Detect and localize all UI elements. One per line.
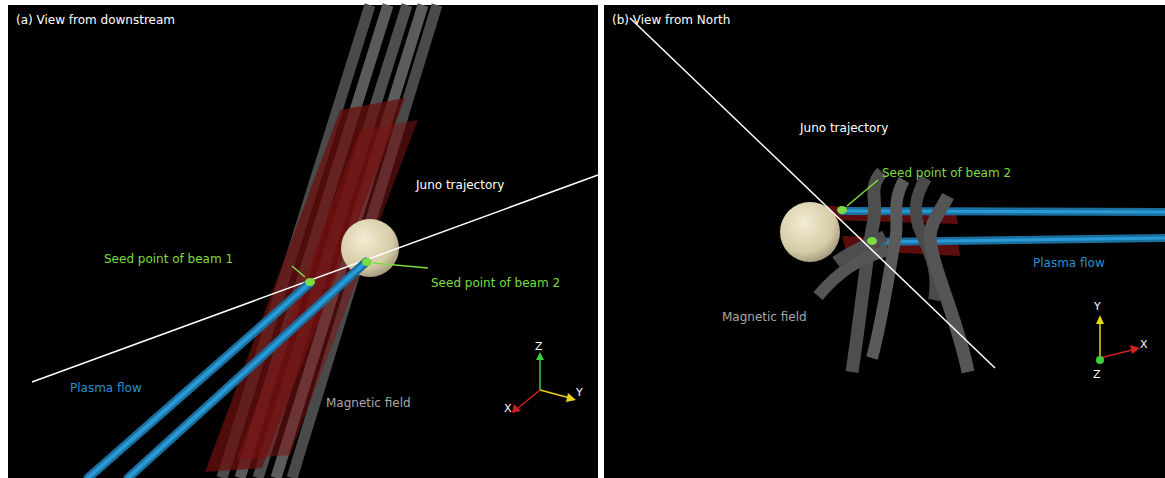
seed-point (867, 237, 877, 245)
axis-label: Z (1093, 368, 1101, 382)
planet-sphere (341, 219, 399, 277)
trajectory-label: Juno trajectory (800, 121, 888, 135)
axis-label: Y (576, 386, 583, 400)
seed-label: Seed point of beam 2 (431, 276, 560, 290)
field-label: Magnetic field (722, 310, 807, 324)
seed-label: Seed point of beam 1 (104, 252, 233, 266)
plasma-flow-tubes (88, 262, 366, 478)
trajectory-label: Juno trajectory (416, 178, 504, 192)
axis-triad (512, 352, 576, 413)
seed-point (305, 278, 315, 286)
flow-label: Plasma flow (70, 381, 142, 395)
panel-title: (b) View from North (612, 13, 730, 27)
flow-label: Plasma flow (1033, 256, 1105, 270)
seed-point (362, 258, 372, 266)
current-sheet-planes (205, 98, 418, 472)
leader-line (292, 266, 305, 277)
leader-line (373, 263, 428, 268)
axis-label: X (504, 402, 512, 416)
axis-triad (1096, 315, 1140, 364)
leader-line (847, 180, 878, 206)
panel-title: (a) View from downstream (16, 13, 175, 27)
juno-trajectory (32, 175, 598, 382)
juno-trajectory (630, 18, 995, 368)
seed-point (837, 206, 847, 214)
axis-label: Y (1094, 300, 1101, 314)
field-label: Magnetic field (326, 396, 411, 410)
panel-ground (604, 5, 1165, 478)
panel-ground (8, 5, 598, 478)
axis-label: Z (535, 340, 543, 354)
magnetic-field-tubes (818, 172, 968, 372)
axis-label: X (1140, 338, 1148, 352)
seed-label: Seed point of beam 2 (882, 166, 1011, 180)
